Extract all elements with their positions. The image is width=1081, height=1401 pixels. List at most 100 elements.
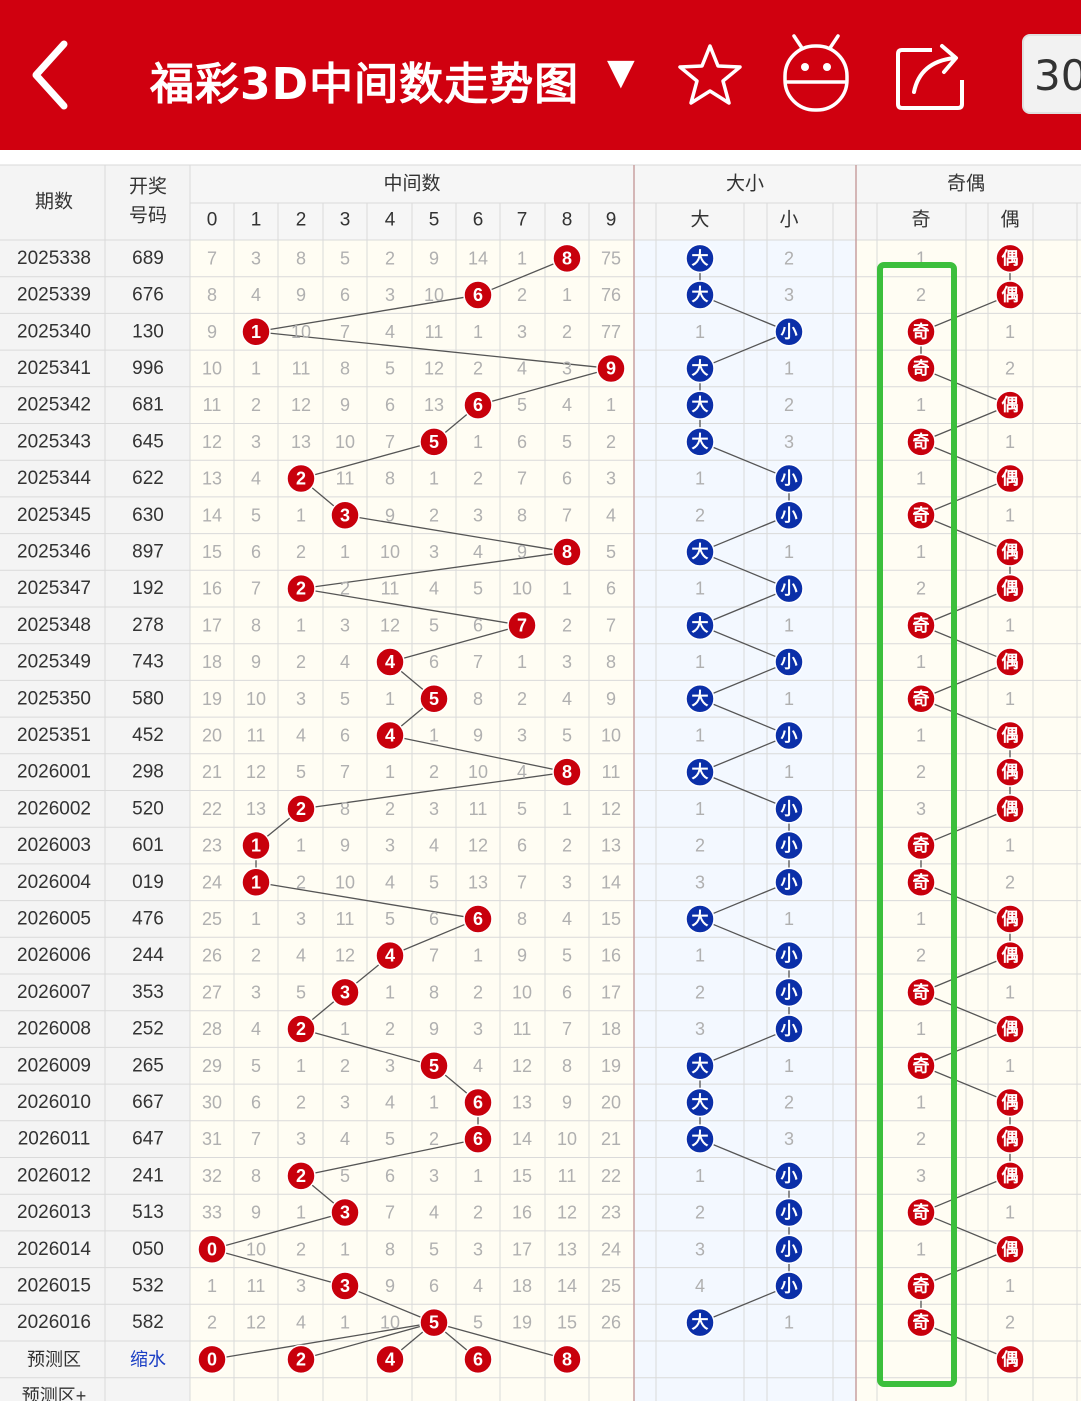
miss-count: 18 (202, 652, 222, 672)
ball-circle (774, 647, 804, 677)
ball-circle (774, 830, 804, 861)
miss-count: 1 (784, 542, 794, 562)
miss-count: 8 (207, 285, 217, 305)
miss-count: 10 (380, 542, 400, 562)
trend-line (699, 1285, 790, 1324)
miss-count: 2 (562, 836, 572, 856)
ball-circle (995, 1161, 1025, 1191)
size-header: 小 (779, 209, 798, 231)
ball-text: 3 (340, 1203, 350, 1223)
ball-text: 小 (781, 579, 798, 598)
ball-text: 小 (781, 726, 798, 745)
miss-count: 2 (916, 285, 926, 305)
trend-line (300, 441, 435, 480)
miss-count: 10 (246, 689, 266, 709)
miss-count: 3 (695, 1019, 705, 1039)
ball-circle (596, 353, 626, 384)
miss-count: 6 (606, 579, 616, 599)
page-title[interactable]: 福彩3D中间数走势图 (150, 59, 580, 110)
ball-circle (286, 1344, 316, 1375)
ball: 偶 (995, 280, 1025, 310)
ball-text: 偶 (1002, 798, 1019, 818)
ball: 小 (774, 867, 804, 897)
miss-count: 5 (606, 542, 616, 562)
ball-text: 奇 (913, 1312, 930, 1332)
miss-count: 1 (473, 1166, 483, 1186)
miss-count: 11 (558, 1166, 577, 1186)
ball-text: 3 (340, 982, 350, 1002)
miss-count: 5 (296, 762, 306, 782)
ball-text: 8 (562, 762, 572, 782)
trend-line (344, 1285, 435, 1324)
miss-count: 1 (296, 836, 306, 856)
miss-count: 20 (202, 725, 222, 745)
ball-text: 小 (781, 873, 798, 892)
ball: 4 (375, 940, 405, 971)
miss-count: 3 (296, 1129, 306, 1149)
ball: 8 (552, 243, 582, 274)
miss-count: 1 (1005, 505, 1015, 525)
star-icon[interactable] (676, 42, 744, 108)
miss-count: 5 (562, 432, 572, 452)
miss-count: 11 (247, 725, 266, 745)
ball-text: 奇 (913, 872, 930, 892)
draw-number: 996 (132, 358, 164, 379)
digit-header: 1 (251, 210, 262, 231)
ball: 大 (685, 390, 715, 420)
share-icon[interactable] (892, 40, 968, 112)
ball-circle (774, 867, 804, 897)
ball-circle (995, 757, 1025, 787)
miss-count: 12 (246, 1313, 266, 1333)
ball: 5 (419, 684, 449, 714)
ball-circle (375, 1344, 405, 1375)
ball: 大 (685, 904, 715, 934)
triangle-down-icon[interactable]: ▼ (607, 52, 635, 93)
issue-number: 2025346 (17, 541, 91, 562)
ball: 小 (774, 573, 804, 604)
miss-count: 32 (202, 1166, 222, 1186)
ball-text: 偶 (1002, 1349, 1019, 1369)
miss-count: 10 (335, 432, 355, 452)
trend-line (211, 1322, 435, 1360)
issue-count-tab[interactable]: 30 (1022, 34, 1081, 114)
miss-count: 1 (562, 579, 572, 599)
back-icon[interactable] (30, 40, 70, 110)
miss-count: 3 (473, 505, 483, 525)
miss-count: 1 (695, 579, 705, 599)
miss-count: 9 (296, 285, 306, 305)
miss-count: 1 (385, 762, 395, 782)
miss-count: 4 (385, 872, 395, 892)
ball-circle (906, 610, 936, 641)
ball: 小 (774, 1197, 804, 1228)
issue-number: 2025342 (17, 395, 91, 416)
miss-count: 2 (385, 799, 395, 819)
ball-text: 大 (692, 431, 709, 451)
ball-circle (286, 1014, 316, 1044)
issue-number: 2026013 (17, 1202, 91, 1223)
trend-line (920, 1175, 1011, 1214)
robot-icon[interactable] (780, 32, 852, 114)
miss-count: 12 (380, 615, 400, 635)
trend-line (300, 1028, 435, 1067)
trend-line (920, 661, 1011, 700)
miss-count: 3 (251, 982, 261, 1002)
ball-text: 2 (296, 799, 306, 819)
ball-text: 2 (296, 1166, 306, 1186)
miss-count: 12 (512, 1056, 532, 1076)
miss-count: 2 (606, 432, 616, 452)
miss-count: 11 (203, 395, 222, 415)
miss-count: 8 (606, 652, 616, 672)
ball-circle (906, 353, 936, 384)
miss-count: 3 (340, 615, 350, 635)
miss-count: 2 (916, 579, 926, 599)
ball-text: 奇 (913, 615, 930, 635)
ball-circle (286, 463, 316, 494)
ball-text: 8 (562, 248, 572, 268)
miss-count: 3 (916, 1166, 926, 1186)
ball: 6 (463, 904, 493, 934)
ball: 8 (552, 757, 582, 787)
trend-line (699, 661, 790, 700)
ball-text: 9 (606, 358, 616, 378)
trend-line (920, 294, 1011, 333)
draw-number: 580 (132, 688, 164, 709)
